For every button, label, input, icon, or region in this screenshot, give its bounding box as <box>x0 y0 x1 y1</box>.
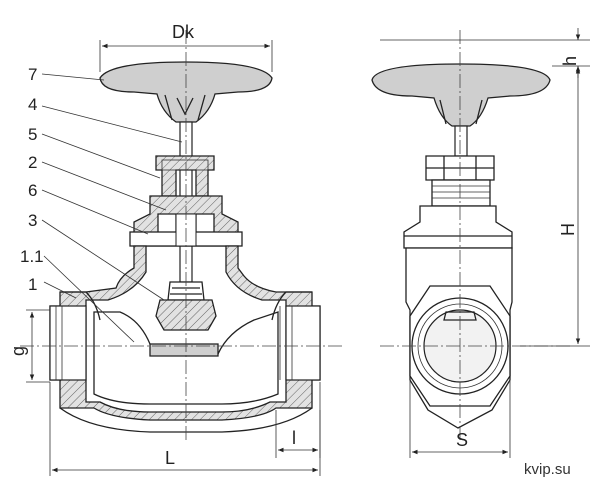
side-view <box>371 30 570 440</box>
callout-1: 1 <box>28 275 37 294</box>
callout-7: 7 <box>28 65 37 84</box>
valve-body-section <box>49 245 321 421</box>
watermark: kvip.su <box>524 461 571 478</box>
callout-2: 2 <box>28 153 37 172</box>
callout-labels: 7 4 5 2 6 3 1.1 1 <box>20 65 44 294</box>
callout-1-1: 1.1 <box>20 247 44 266</box>
callout-leaders <box>41 73 183 343</box>
bonnet-right <box>403 205 513 249</box>
g-label: g <box>8 346 28 356</box>
dk-label: Dk <box>172 22 195 42</box>
g-dimension: g <box>8 309 50 383</box>
valve-seat <box>155 299 217 331</box>
dk-dimension: Dk <box>99 22 273 72</box>
callout-3: 3 <box>28 211 37 230</box>
section-view <box>20 30 345 440</box>
callout-6: 6 <box>28 181 37 200</box>
stem-right <box>454 125 468 157</box>
l-small-dimension: l <box>275 410 321 458</box>
h-small-label: h <box>560 56 580 66</box>
s-dimension: S <box>409 380 511 458</box>
handwheel-right <box>371 63 551 127</box>
h-big-dimension: H <box>520 68 590 347</box>
l-big-label: L <box>165 448 175 468</box>
h-big-label: H <box>558 223 578 236</box>
l-small-label: l <box>292 428 296 448</box>
callout-5: 5 <box>28 125 37 144</box>
s-label: S <box>456 430 468 450</box>
callout-4: 4 <box>28 95 37 114</box>
